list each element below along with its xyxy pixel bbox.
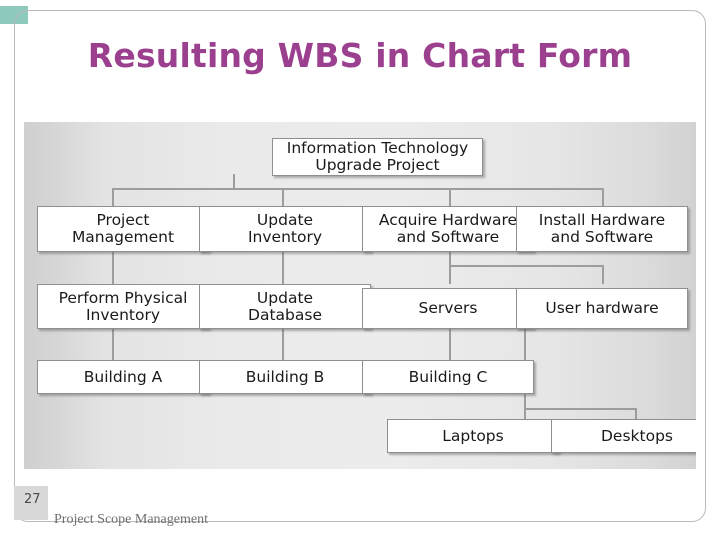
wbs-node-building-a[interactable]: Building A [37, 360, 209, 394]
connector-l1a-l2a [112, 252, 114, 284]
wbs-node-building-b[interactable]: Building B [199, 360, 371, 394]
wbs-node-root-line2: Upgrade Project [315, 156, 440, 174]
wbs-node-laptops[interactable]: Laptops [387, 419, 559, 453]
wbs-node-l3a-line1: Building A [83, 367, 163, 386]
connector-root-stem [233, 174, 235, 190]
connector-l1c-bus [449, 265, 602, 267]
wbs-node-perform-physical-inventory[interactable]: Perform Physical Inventory [37, 284, 209, 329]
connector-l2b-l3b [282, 329, 284, 360]
wbs-node-l1c-line1: Acquire Hardware [378, 211, 518, 229]
connector-l1b-l2b [282, 252, 284, 284]
wbs-node-project-management[interactable]: Project Management [37, 206, 209, 252]
wbs-node-l1d-line1: Install Hardware [538, 211, 666, 229]
wbs-node-l1a-line2: Management [71, 228, 175, 246]
connector-level1-bus [112, 188, 602, 190]
wbs-node-l1b-line1: Update [256, 211, 314, 229]
wbs-node-update-inventory[interactable]: Update Inventory [199, 206, 371, 252]
wbs-node-desktops[interactable]: Desktops [551, 419, 696, 453]
wbs-node-l2b-line2: Database [248, 305, 322, 324]
wbs-node-l3b-line1: Building B [245, 367, 325, 386]
page-title: Resulting WBS in Chart Form [87, 36, 633, 75]
wbs-node-update-database[interactable]: Update Database [199, 284, 371, 329]
wbs-node-l2c-line1: Servers [418, 299, 478, 317]
wbs-node-l2a-line2: Inventory [85, 305, 161, 324]
connector-l1c-stem [449, 252, 451, 266]
connector-drop-l1d [602, 188, 604, 206]
wbs-node-root[interactable]: Information Technology Upgrade Project [272, 138, 483, 176]
connector-l2d-bus [524, 408, 636, 410]
wbs-node-l1b-line2: Inventory [247, 228, 323, 246]
connector-drop-l1a [112, 188, 114, 206]
connector-drop-l4a [524, 408, 526, 420]
connector-l2a-l3a [112, 329, 114, 360]
connector-l2c-l3c [449, 329, 451, 360]
wbs-node-servers[interactable]: Servers [362, 288, 534, 329]
wbs-node-install-hardware-and-software[interactable]: Install Hardware and Software [516, 206, 688, 252]
wbs-node-l1d-line2: and Software [550, 228, 654, 246]
connector-drop-l1c [449, 188, 451, 206]
connector-drop-l1b [282, 188, 284, 206]
page-number-tab [14, 486, 48, 520]
wbs-node-l2b-line1: Update [256, 288, 314, 307]
connector-drop-l4b [635, 408, 637, 420]
wbs-node-l3c-line1: Building C [408, 367, 488, 386]
footer-text: Project Scope Management [54, 512, 208, 527]
wbs-node-l4b-line1: Desktops [601, 426, 673, 445]
wbs-node-acquire-hardware-and-software[interactable]: Acquire Hardware and Software [362, 206, 534, 252]
wbs-node-l1a-line1: Project [96, 211, 150, 229]
connector-drop-l2c [449, 265, 451, 284]
connector-drop-l2d [602, 265, 604, 284]
wbs-node-root-line1: Information Technology [286, 139, 469, 157]
wbs-node-l2d-line1: User hardware [545, 299, 659, 317]
wbs-node-l2a-line1: Perform Physical [58, 288, 188, 307]
wbs-node-l1c-line2: and Software [396, 228, 500, 246]
wbs-node-l4a-line1: Laptops [442, 426, 504, 445]
wbs-node-user-hardware[interactable]: User hardware [516, 288, 688, 329]
page-number: 27 [24, 492, 41, 507]
wbs-node-building-c[interactable]: Building C [362, 360, 534, 394]
wbs-chart-image: Information Technology Upgrade Project P… [24, 122, 696, 469]
accent-bar [0, 6, 28, 24]
